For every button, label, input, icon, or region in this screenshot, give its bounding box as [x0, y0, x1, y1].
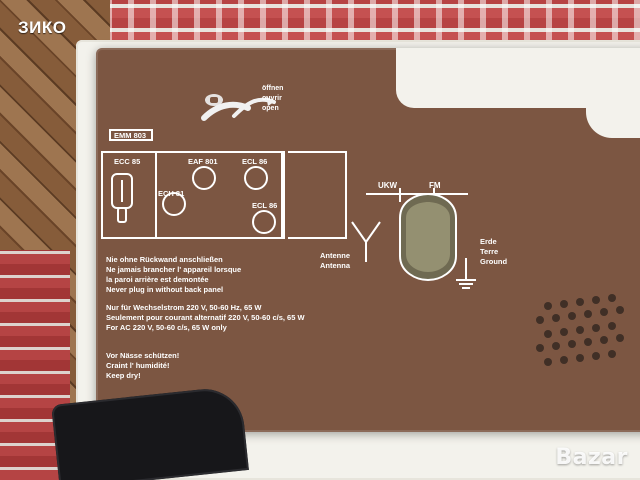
- tube-label-eaf801: EAF 801: [188, 157, 218, 166]
- open-labels: öffnen ouvrir open: [262, 85, 283, 112]
- humidity-line-3: Keep dry!: [106, 371, 141, 380]
- ground-label-3: Ground: [480, 257, 507, 266]
- power-text: Nur für Wechselstrom 220 V, 50-60 Hz, 65…: [106, 303, 305, 332]
- tube-label-emm803: EMM 803: [114, 131, 146, 140]
- humidity-text: Vor Nässe schützen! Craint l' humidité! …: [106, 351, 179, 380]
- open-label-3: open: [262, 105, 279, 112]
- back-panel: öffnen ouvrir open EMM 803 ECC 85 EAF 80…: [96, 48, 640, 432]
- tube-label-ecc85: ECC 85: [114, 157, 140, 166]
- vent-holes: [536, 294, 624, 366]
- warning-line-1: Nie ohne Rückwand anschließen: [106, 255, 223, 264]
- ground-label-1: Erde: [480, 237, 497, 246]
- antenna-left-2: Antenna: [320, 261, 351, 270]
- site-watermark: Bazar: [555, 445, 628, 470]
- power-line-3: For AC 220 V, 50-60 c/s, 65 W only: [106, 323, 228, 332]
- tube-diagram: EMM 803 ECC 85 EAF 801 ECL 86 ECH 81 ECL…: [101, 129, 347, 239]
- antenna-fm: FM: [429, 181, 441, 190]
- warning-line-4: Never plug in without back panel: [106, 285, 223, 294]
- power-line-2: Seulement pour courant alternatif 220 V,…: [106, 313, 305, 322]
- humidity-line-2: Craint l' humidité!: [106, 361, 169, 370]
- panel-cutout-corner: [586, 48, 640, 138]
- antenna-left-1: Antenne: [320, 251, 350, 260]
- warning-line-2: Ne jamais brancher l' appareil lorsque: [106, 265, 241, 274]
- tube-icon: [111, 173, 133, 223]
- open-label-2: ouvrir: [262, 95, 282, 102]
- tube-label-ecl86: ECL 86: [252, 201, 277, 210]
- warning-line-3: la paroi arrière est demontée: [106, 275, 209, 284]
- antenna-ukw: UKW: [378, 181, 398, 190]
- panel-markings: öffnen ouvrir open EMM 803 ECC 85 EAF 80…: [101, 85, 624, 380]
- open-knob: [201, 94, 276, 121]
- humidity-line-1: Vor Nässe schützen!: [106, 351, 179, 360]
- ground-label-2: Terre: [480, 247, 498, 256]
- warning-text: Nie ohne Rückwand anschließen Ne jamais …: [106, 255, 241, 294]
- tube-label-ecl86-top: ECL 86: [242, 157, 267, 166]
- power-line-1: Nur für Wechselstrom 220 V, 50-60 Hz, 65…: [106, 303, 262, 312]
- watermark-text: ЗИКО: [18, 18, 67, 37]
- center-window: [399, 192, 457, 282]
- open-label-1: öffnen: [262, 85, 283, 92]
